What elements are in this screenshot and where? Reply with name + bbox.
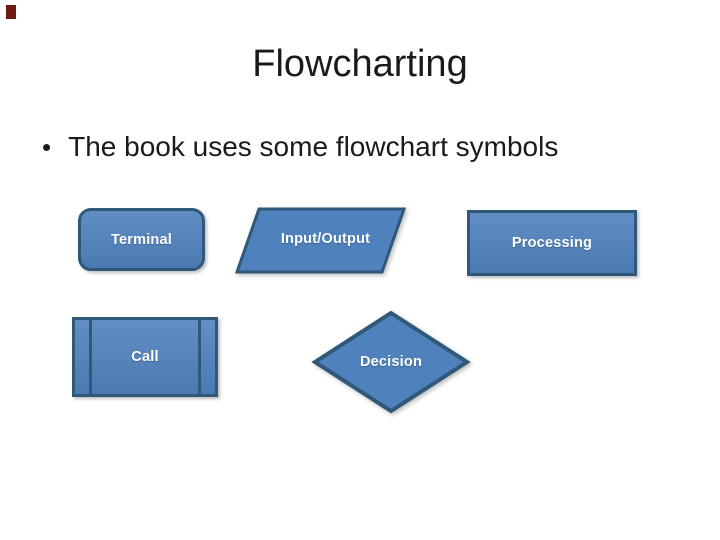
call-shape-right-bar (198, 320, 201, 394)
input-output-shape (234, 207, 407, 274)
call-shape-left-bar (89, 320, 92, 394)
decision-shape (311, 310, 471, 414)
terminal-shape (78, 208, 205, 271)
call-shape (72, 317, 218, 397)
processing-shape (467, 210, 637, 276)
bullet-text: The book uses some flowchart symbols (68, 131, 559, 162)
bullet-line: • The book uses some flowchart symbols (42, 131, 558, 163)
bullet-icon: • (42, 132, 52, 162)
corner-accent-mark (6, 5, 16, 19)
slide-title: Flowcharting (252, 43, 468, 85)
